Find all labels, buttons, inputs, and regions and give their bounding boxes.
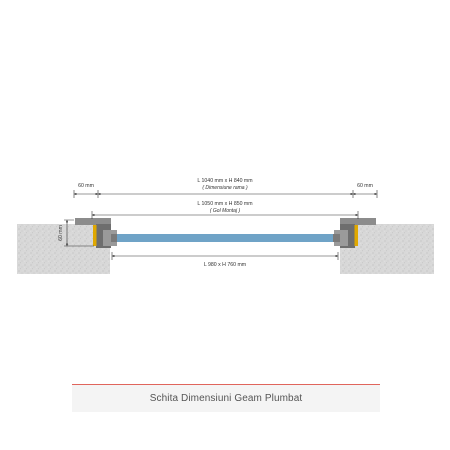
- depth-label: 60 mm: [58, 225, 64, 241]
- overall-dimension-label: L 1040 mm x H 840 mm: [197, 178, 252, 184]
- right-seal: [354, 225, 358, 246]
- left-margin-label: 60 mm: [78, 183, 94, 189]
- glass-dimension-label: L 980 x H 760 mm: [204, 262, 246, 268]
- left-seal: [93, 225, 97, 246]
- right-frame-profile: [333, 218, 376, 248]
- glass-pane: [117, 234, 333, 242]
- overall-dimension-sublabel: ( Dimensiune rama ): [202, 185, 248, 191]
- install-dimension-label: L 1050 mm x H 850 mm: [197, 201, 252, 207]
- window-section-diagram: L 1040 mm x H 840 mm ( Dimensiune rama )…: [17, 178, 434, 274]
- left-frame-profile: [75, 218, 118, 248]
- caption-text: Schita Dimensiuni Geam Plumbat: [149, 393, 303, 404]
- install-dimension-sublabel: ( Gol Montaj ): [210, 208, 241, 214]
- caption-bar: Schita Dimensiuni Geam Plumbat: [72, 384, 380, 412]
- right-margin-label: 60 mm: [357, 183, 373, 189]
